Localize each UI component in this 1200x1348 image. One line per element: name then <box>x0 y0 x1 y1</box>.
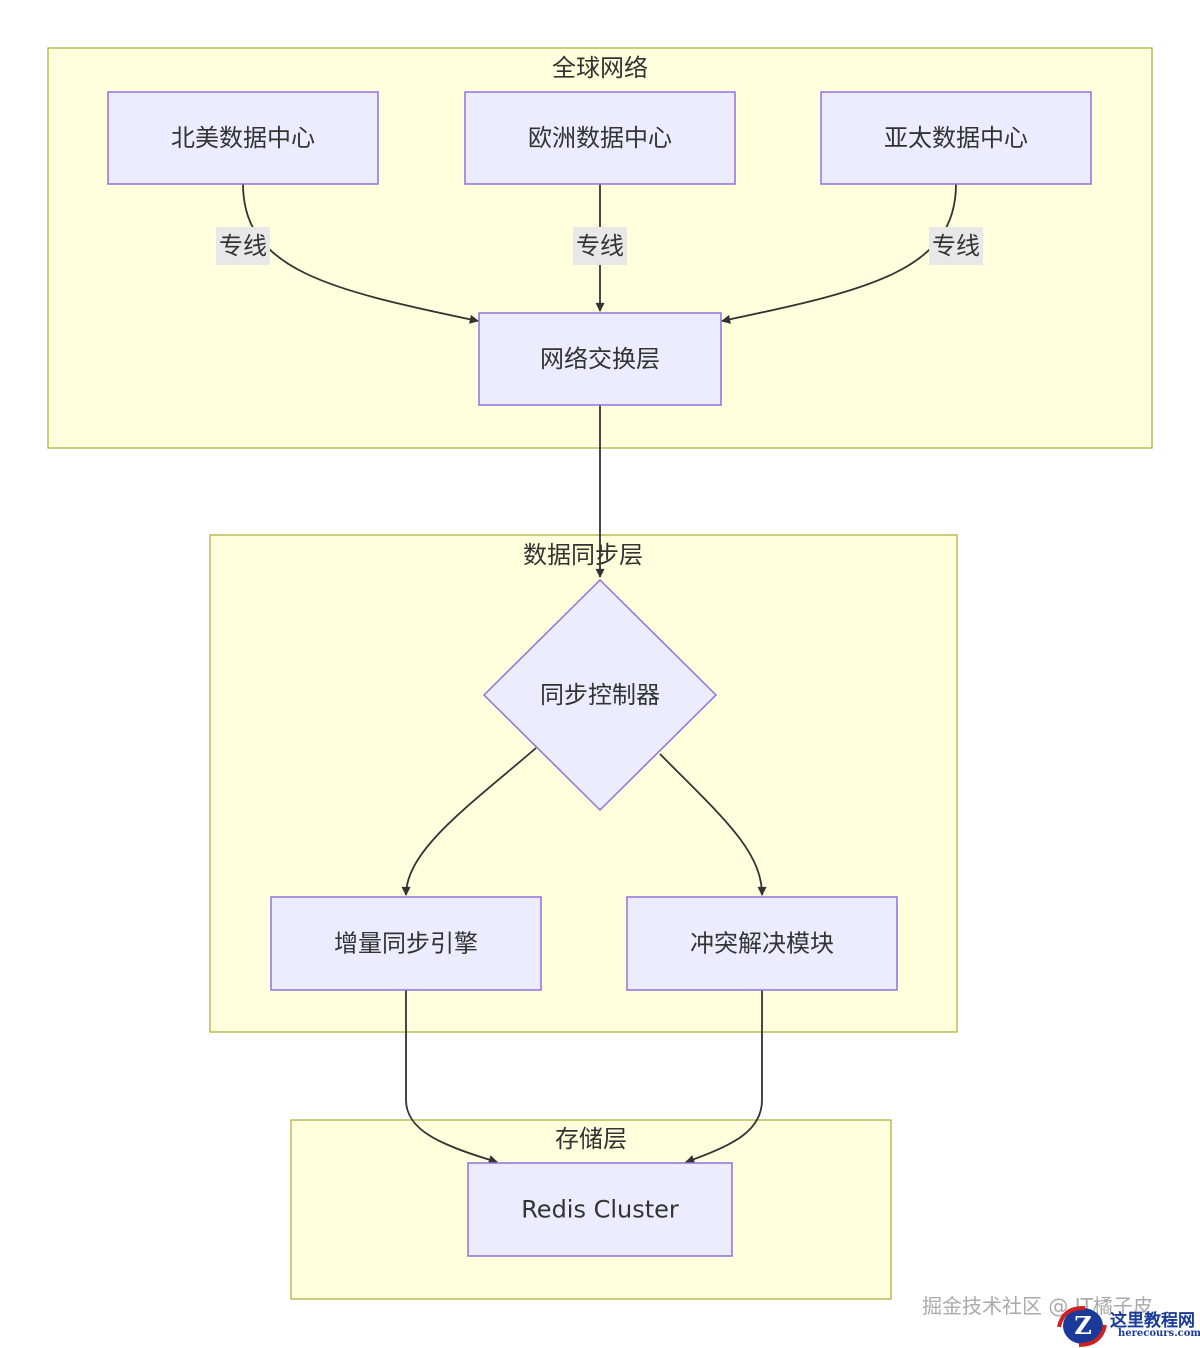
node-shape <box>478 312 722 406</box>
edge-label-text: 专线 <box>219 232 267 260</box>
node-label: 网络交换层 <box>540 345 660 373</box>
node-label: 亚太数据中心 <box>884 124 1028 152</box>
svg-text:Z: Z <box>1074 1311 1092 1340</box>
node-sw[interactable]: 网络交换层 <box>478 312 722 406</box>
cluster-title: 数据同步层 <box>523 541 643 569</box>
edge-label-text: 专线 <box>932 232 980 260</box>
node-label: 同步控制器 <box>540 681 660 709</box>
edge-conf-redis <box>685 990 763 1164</box>
node-label: 欧洲数据中心 <box>528 124 672 152</box>
edge-label-bg <box>929 227 983 265</box>
node-label: Redis Cluster <box>521 1196 679 1224</box>
logo-text: 这里教程网 <box>1110 1311 1195 1331</box>
edge-label-text: 专线 <box>576 232 624 260</box>
edge-label-bg <box>573 227 627 265</box>
node-ctl[interactable]: 同步控制器 <box>482 578 718 812</box>
node-shape <box>467 1162 733 1257</box>
node-shape <box>107 91 379 185</box>
node-label: 冲突解决模块 <box>690 930 834 958</box>
node-label: 北美数据中心 <box>171 124 315 152</box>
node-inc[interactable]: 增量同步引擎 <box>270 896 542 991</box>
edge-ctl-conf <box>659 753 767 896</box>
cluster-title: 存储层 <box>555 1125 627 1153</box>
site-logo-icon: Z <box>1057 1305 1107 1347</box>
node-na[interactable]: 北美数据中心 <box>107 91 379 185</box>
edge-ctl-inc <box>401 747 537 896</box>
node-redis[interactable]: Redis Cluster <box>467 1162 733 1257</box>
edge-na-sw <box>242 183 479 324</box>
edge-label-bg <box>216 227 270 265</box>
node-eu[interactable]: 欧洲数据中心 <box>464 91 736 185</box>
edge-label: 专线 <box>216 227 270 265</box>
node-ap[interactable]: 亚太数据中心 <box>820 91 1092 185</box>
node-conf[interactable]: 冲突解决模块 <box>626 896 898 991</box>
edge-label: 专线 <box>929 227 983 265</box>
node-shape <box>464 91 736 185</box>
cluster-title: 全球网络 <box>552 54 648 82</box>
node-shape <box>626 896 898 991</box>
watermark-text: 掘金技术社区 @ IT橘子皮 <box>922 1294 1153 1318</box>
node-label: 增量同步引擎 <box>334 930 478 958</box>
node-shape <box>482 578 718 812</box>
logo-url: herecours.com <box>1118 1328 1200 1339</box>
edge-ap-sw <box>721 183 957 324</box>
edge-inc-redis <box>405 990 498 1164</box>
edge-label: 专线 <box>573 227 627 265</box>
node-shape <box>820 91 1092 185</box>
node-shape <box>270 896 542 991</box>
